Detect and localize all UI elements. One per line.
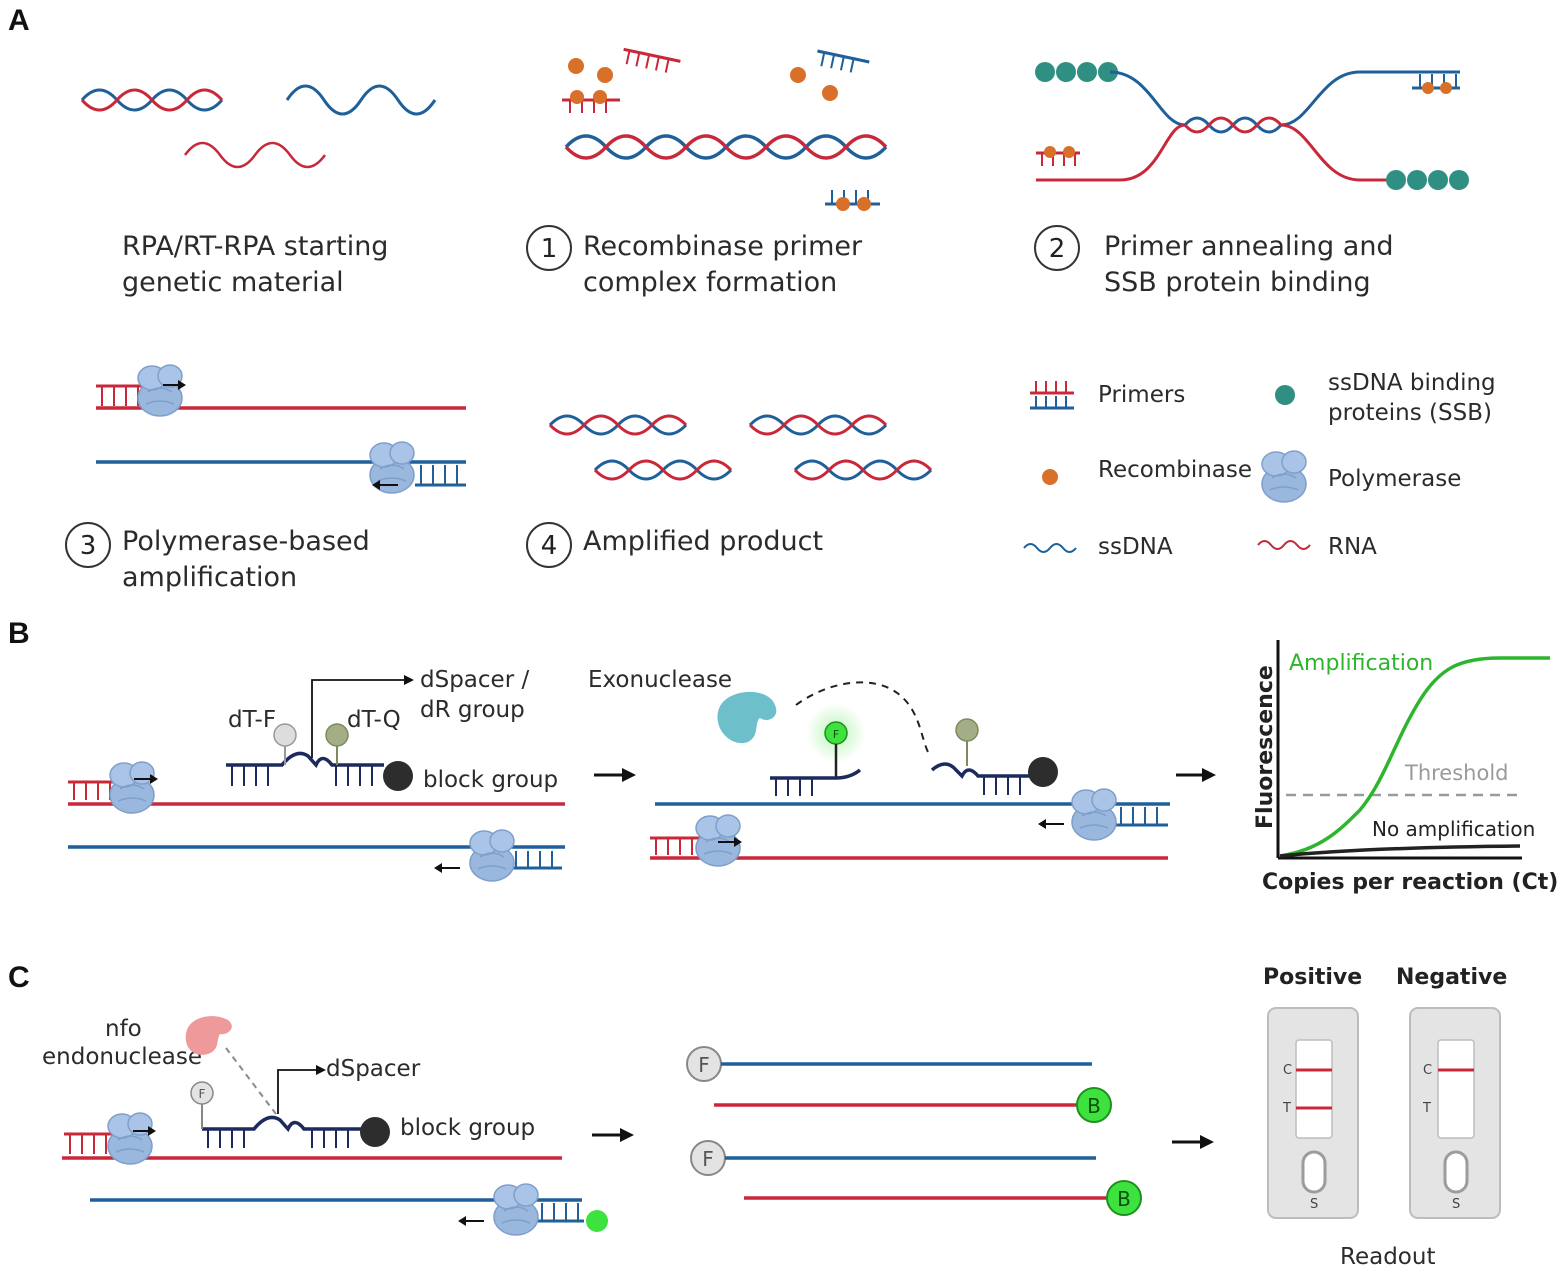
svg-text:S: S xyxy=(1310,1197,1318,1212)
svg-text:C: C xyxy=(1283,1063,1292,1078)
legend-ssdna: ssDNA xyxy=(1098,534,1173,560)
svg-text:B: B xyxy=(1117,1187,1131,1211)
legend-ssb: ssDNA binding proteins (SSB) xyxy=(1328,370,1503,426)
nfo-probe-setup: F xyxy=(62,1016,608,1236)
step2-label: 2 Primer annealing and SSB protein bindi… xyxy=(1034,225,1402,298)
step3-label: 3 Polymerase-based amplification xyxy=(65,522,378,593)
dsdna-template-step1 xyxy=(564,134,888,160)
svg-text:Primer annealing and SSB: Primer annealing and SSB protein binding xyxy=(1104,231,1402,298)
amplification-label: Amplification xyxy=(1289,651,1433,676)
legend: Primers ssDNA binding proteins (SSB) Rec… xyxy=(1023,370,1503,560)
ssdna-start xyxy=(285,84,437,116)
nfo-endonuclease-label: nfo endonuclease xyxy=(42,1016,202,1070)
no-amplification-curve xyxy=(1279,844,1521,858)
svg-text:C: C xyxy=(1423,1063,1432,1078)
legend-ssb-icon xyxy=(1275,385,1295,405)
svg-text:F: F xyxy=(702,1147,714,1171)
positive-label: Positive xyxy=(1263,965,1362,990)
exo-probe-setup xyxy=(68,675,565,882)
negative-label: Negative xyxy=(1396,965,1507,990)
block-group-label-c: block group xyxy=(400,1115,535,1141)
no-amplification-label: No amplification xyxy=(1372,817,1535,841)
probe-f-b: F xyxy=(833,728,839,741)
legend-recombinase-icon xyxy=(1042,469,1058,485)
svg-text:1: 1 xyxy=(541,234,558,264)
panel-b-letter: B xyxy=(8,617,30,650)
legend-ssdna-icon xyxy=(1023,543,1077,553)
chart-ylabel: Fluorescence xyxy=(1253,665,1278,829)
recombinase-primer-complex xyxy=(562,47,880,211)
probe-f-c: F xyxy=(199,1087,206,1101)
amplicons-c: F B F B xyxy=(686,1046,1142,1216)
svg-text:T: T xyxy=(1282,1101,1291,1116)
negative-strip: C T S xyxy=(1409,1007,1501,1219)
legend-primers: Primers xyxy=(1098,382,1185,408)
svg-text:3: 3 xyxy=(80,531,97,561)
svg-text:Polymerase-based amplifi: Polymerase-based amplification xyxy=(122,526,378,593)
dt-q-label: dT-Q xyxy=(347,707,401,733)
dspacer-label-c: dSpacer xyxy=(326,1056,421,1082)
step1-label: 1 Recombinase primer complex formation xyxy=(526,225,871,298)
exonuclease-label: Exonuclease xyxy=(588,667,732,693)
step4-label: 4 Amplified product xyxy=(526,522,823,568)
legend-polymerase-icon xyxy=(1261,450,1307,503)
start-label: RPA/RT-RPA starting genetic material xyxy=(122,231,397,298)
arrow-b1 xyxy=(594,768,636,782)
svg-text:Amplified product: Amplified product xyxy=(583,526,823,557)
chart-xlabel: Copies per reaction (Ct) xyxy=(1262,870,1558,895)
polymerase-amplification xyxy=(96,364,466,494)
svg-text:T: T xyxy=(1422,1101,1431,1116)
arrow-b2 xyxy=(1176,768,1216,782)
svg-text:4: 4 xyxy=(541,531,558,561)
readout-label: Readout xyxy=(1340,1244,1435,1270)
rna-start xyxy=(183,141,327,169)
arrow-c2 xyxy=(1172,1135,1214,1149)
dsdna-start xyxy=(80,88,224,112)
svg-text:S: S xyxy=(1452,1197,1460,1212)
legend-recombinase: Recombinase xyxy=(1098,457,1252,483)
positive-strip: C T S xyxy=(1267,1007,1359,1219)
arrow-c1 xyxy=(592,1128,634,1142)
dspacer-dr-label: dSpacer / dR group xyxy=(420,667,537,723)
amplification-curve xyxy=(1279,656,1550,858)
svg-text:B: B xyxy=(1087,1094,1101,1118)
threshold-label: Threshold xyxy=(1404,761,1509,785)
fluorescence-chart: Amplification Threshold No amplification… xyxy=(1253,640,1558,895)
amplified-product xyxy=(548,414,933,481)
panel-c-letter: C xyxy=(8,961,30,994)
legend-primers-icon xyxy=(1030,381,1074,410)
legend-rna-icon xyxy=(1257,540,1311,550)
svg-text:2: 2 xyxy=(1049,234,1066,264)
legend-rna: RNA xyxy=(1328,534,1377,560)
ssb-annealing xyxy=(1035,62,1469,190)
dt-f-label: dT-F xyxy=(228,707,276,733)
block-group-label-b: block group xyxy=(423,767,558,793)
svg-text:Recombinase primer compl: Recombinase primer complex formation xyxy=(583,231,871,298)
panel-a-letter: A xyxy=(8,4,30,37)
legend-polymerase: Polymerase xyxy=(1328,466,1461,492)
svg-text:F: F xyxy=(698,1053,710,1077)
exonuclease-cleavage: F xyxy=(650,681,1170,867)
